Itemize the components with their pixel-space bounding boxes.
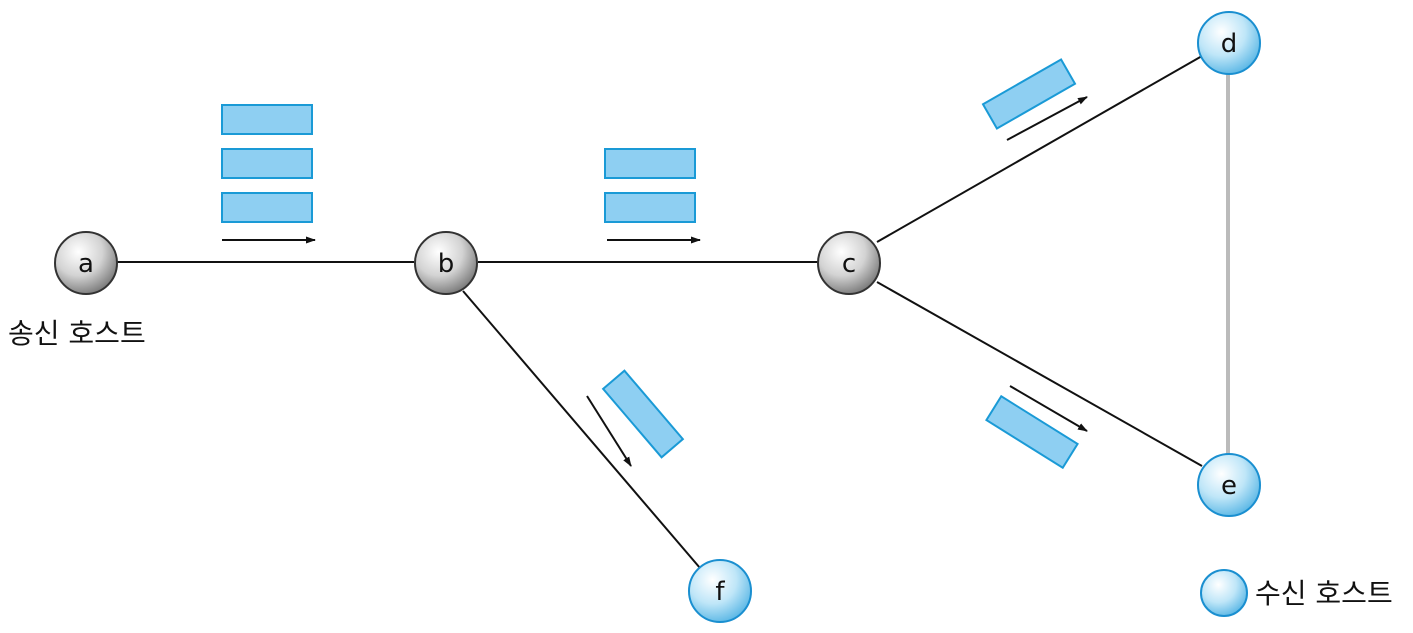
legend-receiver-icon xyxy=(1200,569,1248,617)
packet xyxy=(985,394,1079,470)
direction-arrow xyxy=(586,395,632,467)
node-f: f xyxy=(688,559,752,623)
packet xyxy=(221,148,313,179)
node-label: a xyxy=(78,249,94,279)
link-c-d xyxy=(876,55,1203,243)
direction-arrow xyxy=(1006,96,1088,141)
node-label: b xyxy=(438,249,455,279)
link-b-f xyxy=(462,290,701,569)
node-c: c xyxy=(817,231,881,295)
packet xyxy=(981,58,1077,130)
packet xyxy=(604,148,696,179)
packet xyxy=(221,192,313,223)
link-c-e xyxy=(876,281,1203,467)
node-label: f xyxy=(715,577,725,607)
sender-label: 송신 호스트 xyxy=(8,317,146,350)
node-label: e xyxy=(1221,471,1237,501)
node-label: d xyxy=(1221,29,1238,59)
node-e: e xyxy=(1197,453,1261,517)
direction-arrow xyxy=(1009,385,1088,432)
legend-receiver-label: 수신 호스트 xyxy=(1255,577,1393,610)
node-d: d xyxy=(1197,11,1261,75)
packet xyxy=(221,104,313,135)
packet xyxy=(601,369,685,459)
node-a: a xyxy=(54,231,118,295)
packet xyxy=(604,192,696,223)
node-label: c xyxy=(842,249,856,279)
node-b: b xyxy=(414,231,478,295)
legend: 수신 호스트 xyxy=(1200,569,1393,617)
